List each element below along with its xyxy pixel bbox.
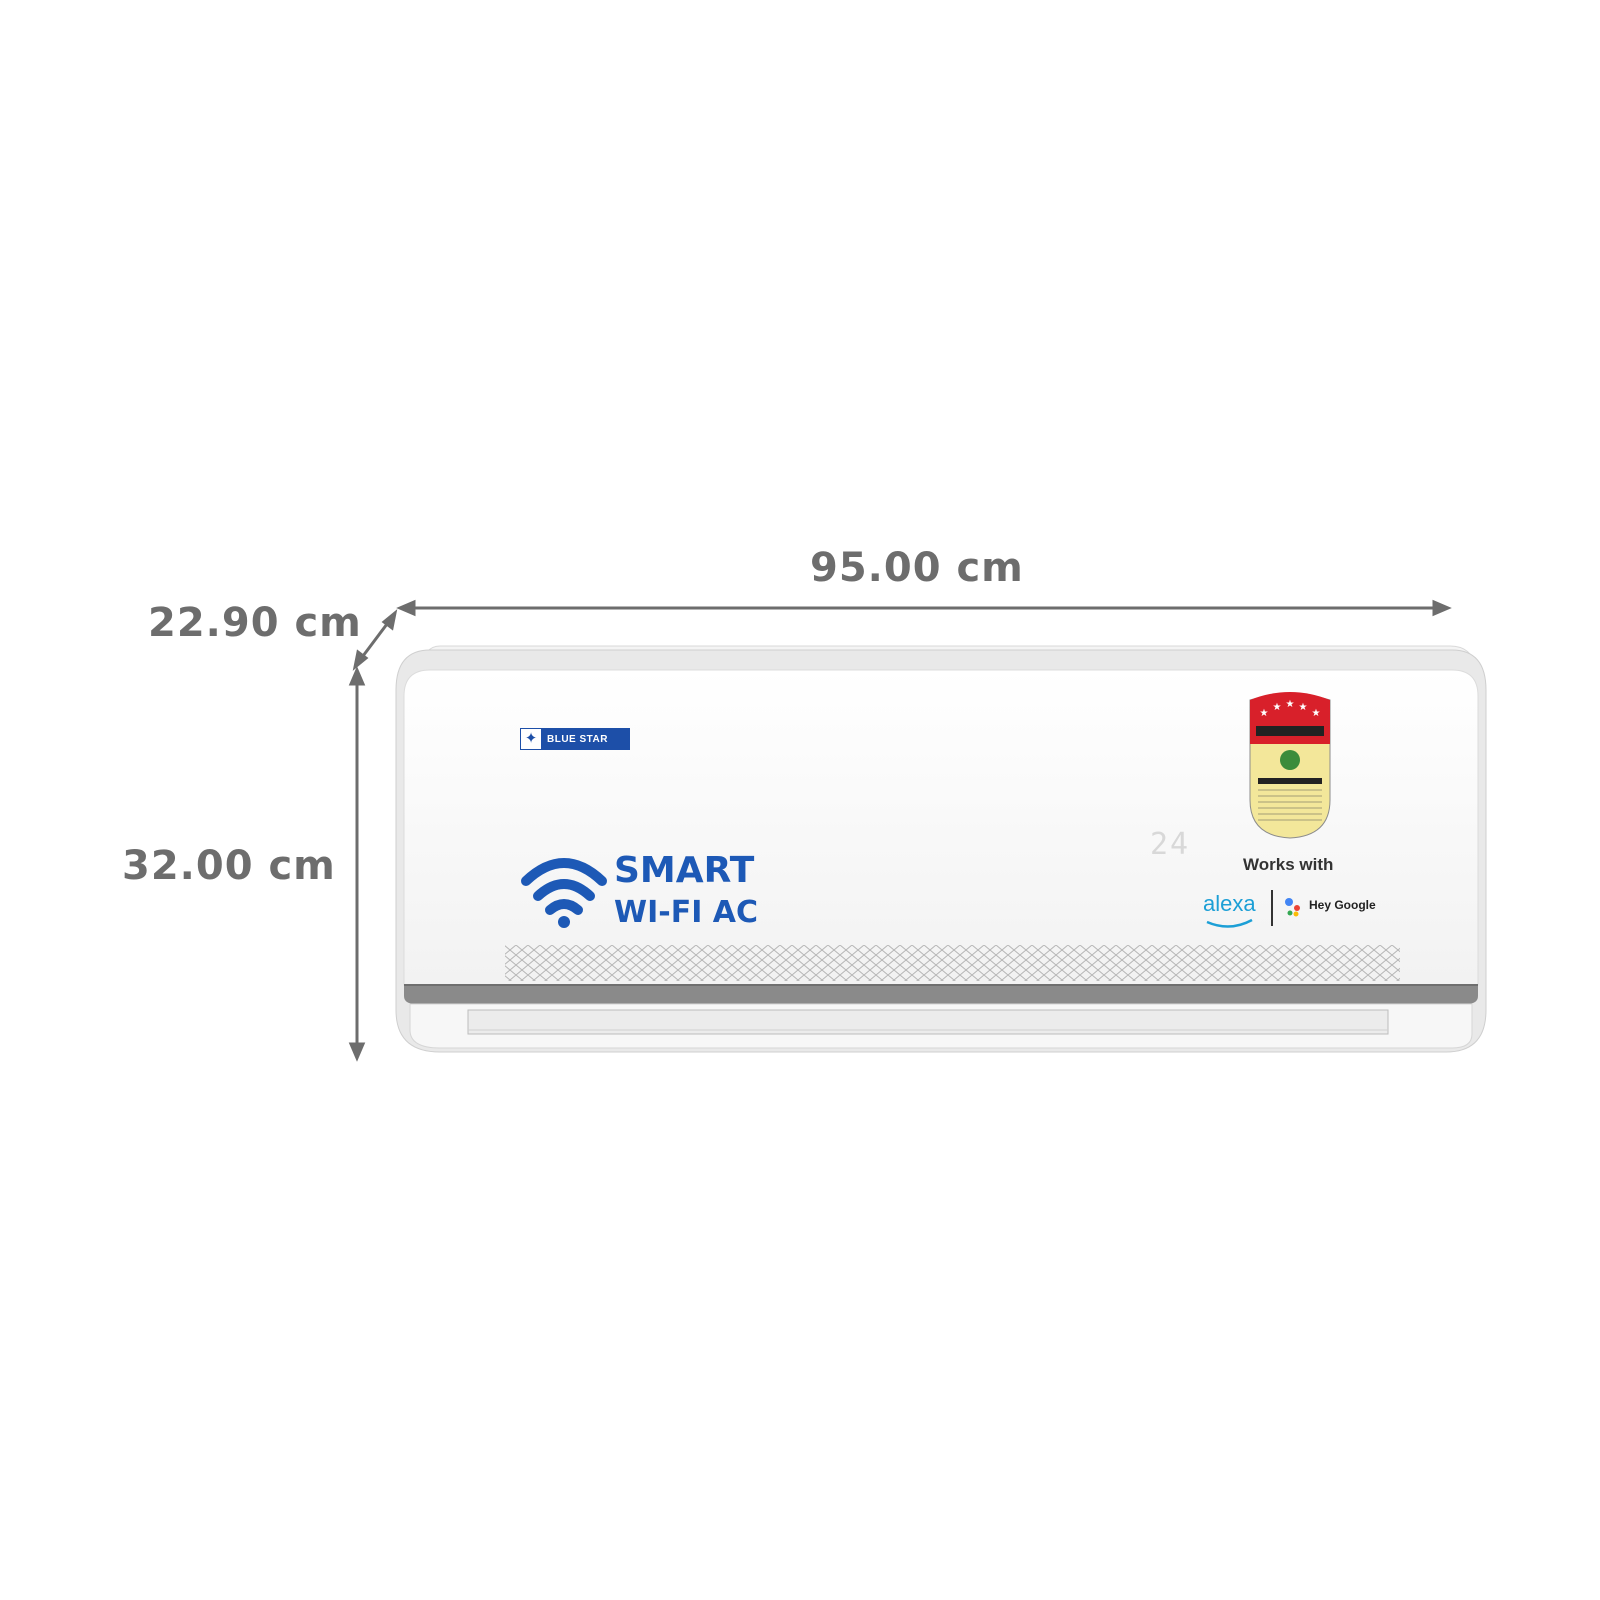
product-headline: SMART (614, 850, 755, 891)
svg-text:★: ★ (1286, 699, 1295, 710)
svg-text:★: ★ (1260, 708, 1269, 719)
svg-text:★: ★ (1273, 702, 1282, 713)
depth-arrow-icon (352, 609, 398, 671)
temperature-display: 24 (1150, 827, 1191, 862)
brand-name: BLUE STAR (547, 733, 608, 745)
svg-text:★: ★ (1299, 702, 1308, 713)
height-arrow-icon (348, 666, 366, 1062)
alexa-smile-icon (1206, 918, 1253, 928)
brand-logo: ✦ BLUE STAR (520, 728, 630, 750)
alexa-logo-text: alexa (1203, 891, 1256, 916)
height-dimension-label: 32.00 cm (122, 843, 336, 889)
product-subline: WI-FI AC (614, 895, 759, 930)
brand-star-icon: ✦ (521, 729, 541, 749)
depth-dimension-label: 22.90 cm (148, 600, 362, 646)
works-with-label: Works with (1243, 855, 1334, 874)
width-dimension-label: 95.00 cm (810, 545, 1024, 591)
air-intake-mesh (505, 945, 1400, 981)
ac-trim-band (404, 985, 1478, 1004)
hey-google-logo-text: Hey Google (1309, 898, 1376, 912)
wifi-dot (558, 916, 570, 928)
svg-text:★: ★ (1312, 708, 1321, 719)
width-arrow-icon (396, 599, 1452, 617)
energy-rating-label: ★ ★ ★ ★ ★ (1249, 692, 1331, 839)
wifi-icon (521, 858, 607, 915)
google-assistant-icon (1285, 898, 1300, 917)
